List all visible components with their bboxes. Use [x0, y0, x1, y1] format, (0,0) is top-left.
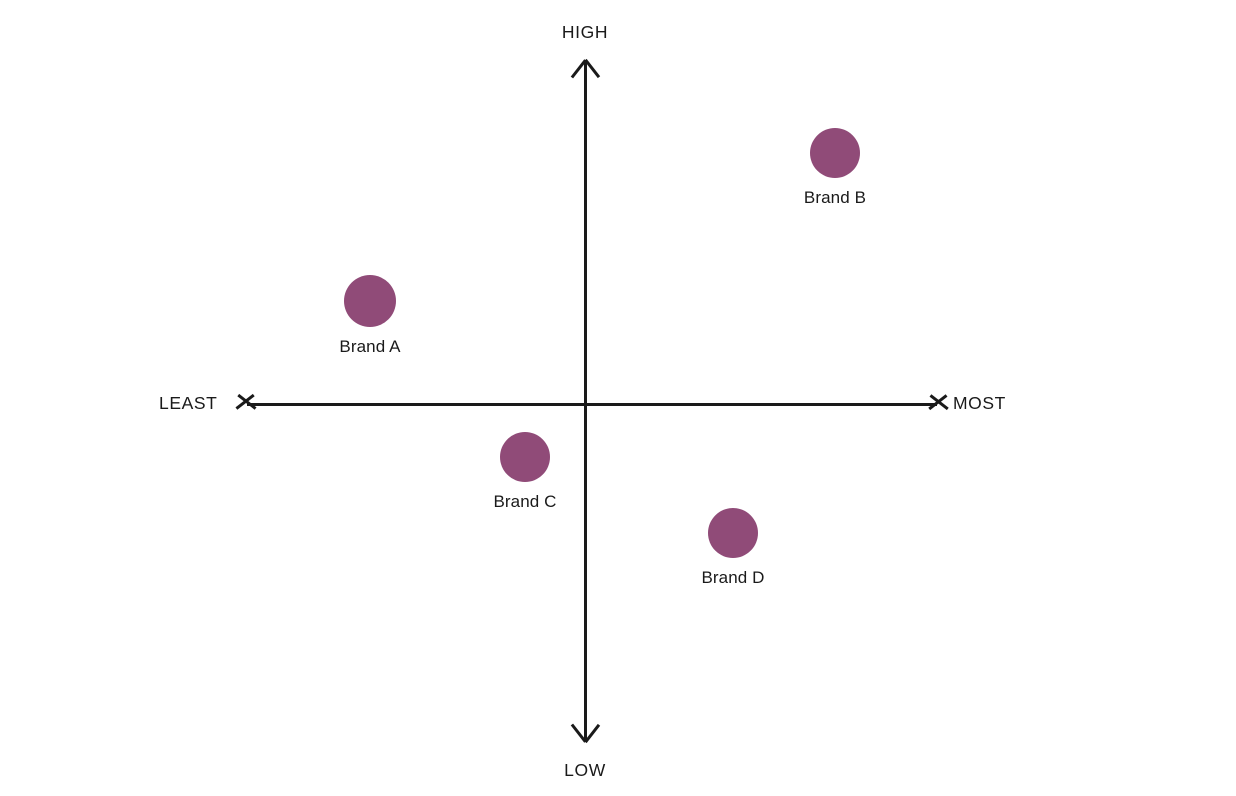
- axis-label-least: LEAST: [159, 393, 218, 413]
- data-point-bubble[interactable]: [500, 432, 550, 482]
- data-point-bubble[interactable]: [708, 508, 758, 558]
- arrow-left-icon: [235, 389, 276, 419]
- axis-label-most: MOST: [953, 393, 1006, 413]
- y-axis-line: [584, 62, 587, 742]
- arrow-up-icon: [570, 59, 600, 90]
- data-point-bubble[interactable]: [344, 275, 396, 327]
- data-point-label: Brand A: [339, 337, 401, 356]
- arrow-right-icon: [908, 389, 949, 419]
- axis-label-low: LOW: [564, 760, 606, 780]
- data-point-label: Brand C: [493, 492, 557, 511]
- arrow-down-icon: [570, 720, 600, 750]
- x-axis-line: [247, 403, 937, 406]
- data-point-label: Brand B: [803, 188, 867, 207]
- data-point-bubble[interactable]: [810, 128, 860, 178]
- data-point-label: Brand D: [701, 568, 765, 587]
- axis-label-high: HIGH: [561, 22, 609, 42]
